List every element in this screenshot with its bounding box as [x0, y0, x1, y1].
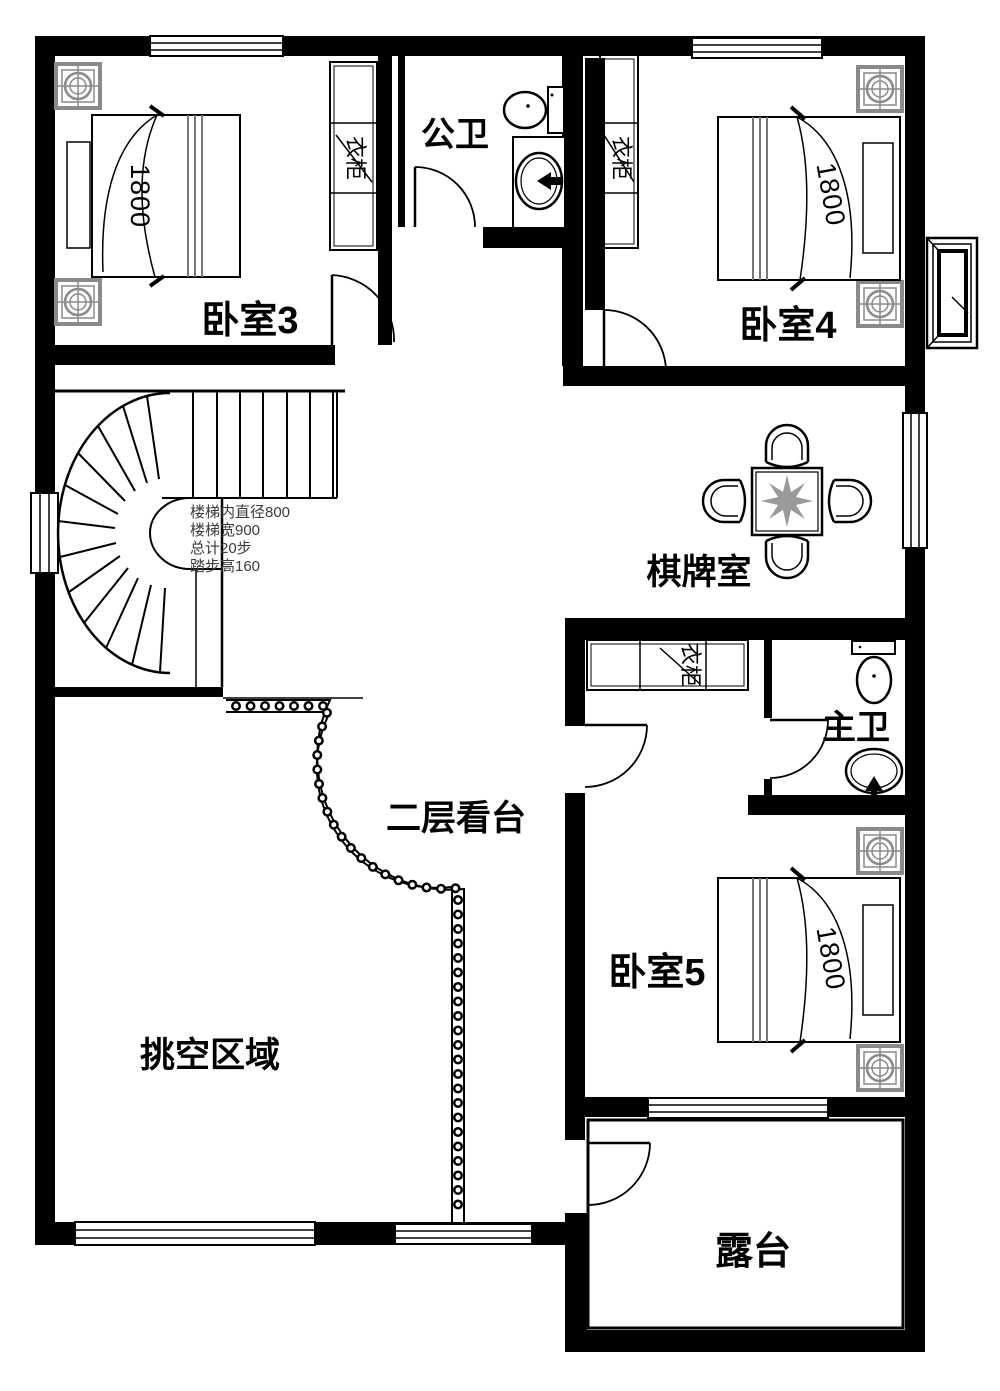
- window-bottom-void-2: [394, 1223, 533, 1245]
- door-master-bath: [769, 718, 829, 779]
- bed-bedroom4: 1800: [717, 105, 901, 292]
- bed3-size-label: 1800: [125, 164, 155, 228]
- stair-note-2: 楼梯宽900: [190, 522, 260, 539]
- label-viewing-platform: 二层看台: [386, 799, 526, 838]
- stair-note-3: 总计20步: [190, 540, 252, 557]
- door-bedroom5: [584, 723, 648, 788]
- wall-terrace-bottom: [565, 1330, 925, 1352]
- wall-left: [35, 36, 55, 1245]
- chair-icon: [827, 478, 873, 524]
- public-bath-fixtures: [502, 86, 566, 229]
- wall-bedroom3-right: [378, 56, 392, 345]
- door-bedroom4: [602, 309, 667, 371]
- window-top-bedroom4: [691, 37, 823, 59]
- stair-note-4: 踏步高160: [190, 558, 260, 575]
- stair-landing: [148, 497, 223, 570]
- chair-icon: [764, 423, 810, 469]
- stair-straight-treads: [192, 392, 338, 498]
- label-public-bath: 公卫: [421, 116, 489, 154]
- wall-chess-top: [563, 366, 905, 386]
- flower-icon: [761, 475, 813, 527]
- wardrobe-label: 衣柜: [678, 643, 703, 687]
- wall-stair-bottom: [52, 687, 223, 697]
- label-void-area: 挑空区域: [140, 1036, 280, 1075]
- window-right-chess: [902, 412, 928, 549]
- wall-masterbath-left-a: [764, 640, 772, 718]
- railing-balusters-outline: [231, 701, 463, 1221]
- master-bath-fixtures: [844, 640, 904, 800]
- wall-bedroom5-bottom-w: [565, 1097, 648, 1117]
- label-chess-room: 棋牌室: [646, 552, 751, 592]
- ceiling-light-icon: [54, 278, 102, 326]
- wall-corridor-upper: [565, 640, 585, 726]
- toilet-icon: [502, 86, 565, 134]
- label-bedroom3: 卧室3: [201, 299, 298, 342]
- doors: [330, 166, 829, 1206]
- wall-bath1-right: [562, 56, 583, 366]
- wall-right: [905, 36, 925, 1352]
- sink-icon: [512, 136, 566, 229]
- wall-bedroom3-bottom: [35, 345, 335, 365]
- ceiling-light-icon: [856, 1044, 904, 1092]
- door-bedroom3: [330, 274, 395, 345]
- chair-icon: [764, 534, 810, 580]
- ceiling-light-icon: [856, 280, 904, 328]
- window-left-stairs: [30, 492, 59, 574]
- walls: [35, 36, 925, 1352]
- stair-fan-arc: [56, 391, 171, 675]
- label-bedroom5: 卧室5: [608, 951, 705, 994]
- room-labels: 卧室3 公卫 卧室4 棋牌室 主卫 卧室5 二层看台 挑空区域 露台: [140, 116, 890, 1273]
- ceiling-lights: [54, 62, 904, 1092]
- windows: [30, 35, 979, 1246]
- bed4-size-label: 1800: [811, 160, 852, 228]
- railing-balusters-fill: [233, 703, 461, 1219]
- sink-icon: [844, 747, 904, 800]
- chair-icon: [701, 478, 747, 524]
- wall-chess-bottom: [565, 618, 905, 640]
- label-terrace: 露台: [715, 1231, 791, 1273]
- door-public-bath: [413, 166, 476, 228]
- bay-window: [925, 236, 979, 350]
- bed5-size-label: 1800: [811, 924, 852, 992]
- terrace-outline: [586, 1118, 905, 1330]
- label-bedroom4: 卧室4: [739, 304, 836, 347]
- stair-note-1: 楼梯内直径800: [190, 504, 290, 521]
- wardrobe-bedroom3: 衣柜: [329, 61, 378, 251]
- wall-bath1-bottom: [483, 227, 567, 248]
- wall-corridor-lower: [565, 793, 585, 1140]
- ceiling-light-icon: [856, 65, 904, 113]
- ceiling-light-icon: [856, 827, 904, 875]
- window-top-bedroom3: [149, 35, 284, 57]
- toilet-icon: [851, 640, 896, 705]
- label-master-bath: 主卫: [822, 709, 890, 747]
- chess-table-set: [701, 423, 873, 580]
- wall-masterbath-left-b: [764, 779, 772, 795]
- wall-terrace-left: [565, 1213, 587, 1352]
- ceiling-light-icon: [54, 62, 102, 110]
- wardrobe-bedroom5: 衣柜: [586, 639, 749, 691]
- railing-inner: [226, 711, 453, 1222]
- stair-notes: 楼梯内直径800 楼梯宽900 总计20步 踏步高160: [190, 504, 290, 575]
- wall-bedroom5-bottom-e: [828, 1097, 905, 1117]
- wardrobe-label: 衣柜: [609, 136, 634, 180]
- wall-bath1-left: [398, 56, 405, 227]
- stair-fan-treads: [57, 395, 166, 673]
- railing-outer: [226, 699, 465, 1222]
- bed-bedroom5: 1800: [717, 866, 901, 1054]
- wall-bedroom4-left: [585, 58, 605, 310]
- window-bottom-void-1: [74, 1221, 316, 1246]
- wardrobe-bedroom4: 衣柜: [599, 54, 639, 249]
- window-bedroom5-terrace: [647, 1097, 829, 1119]
- wall-masterbath-bottom: [748, 795, 905, 815]
- spiral-staircase: [52, 389, 345, 687]
- balcony-railing: [223, 697, 465, 1222]
- wardrobe-label: 衣柜: [343, 136, 368, 180]
- door-terrace: [587, 1141, 651, 1206]
- bed-bedroom3: 1800: [66, 104, 241, 288]
